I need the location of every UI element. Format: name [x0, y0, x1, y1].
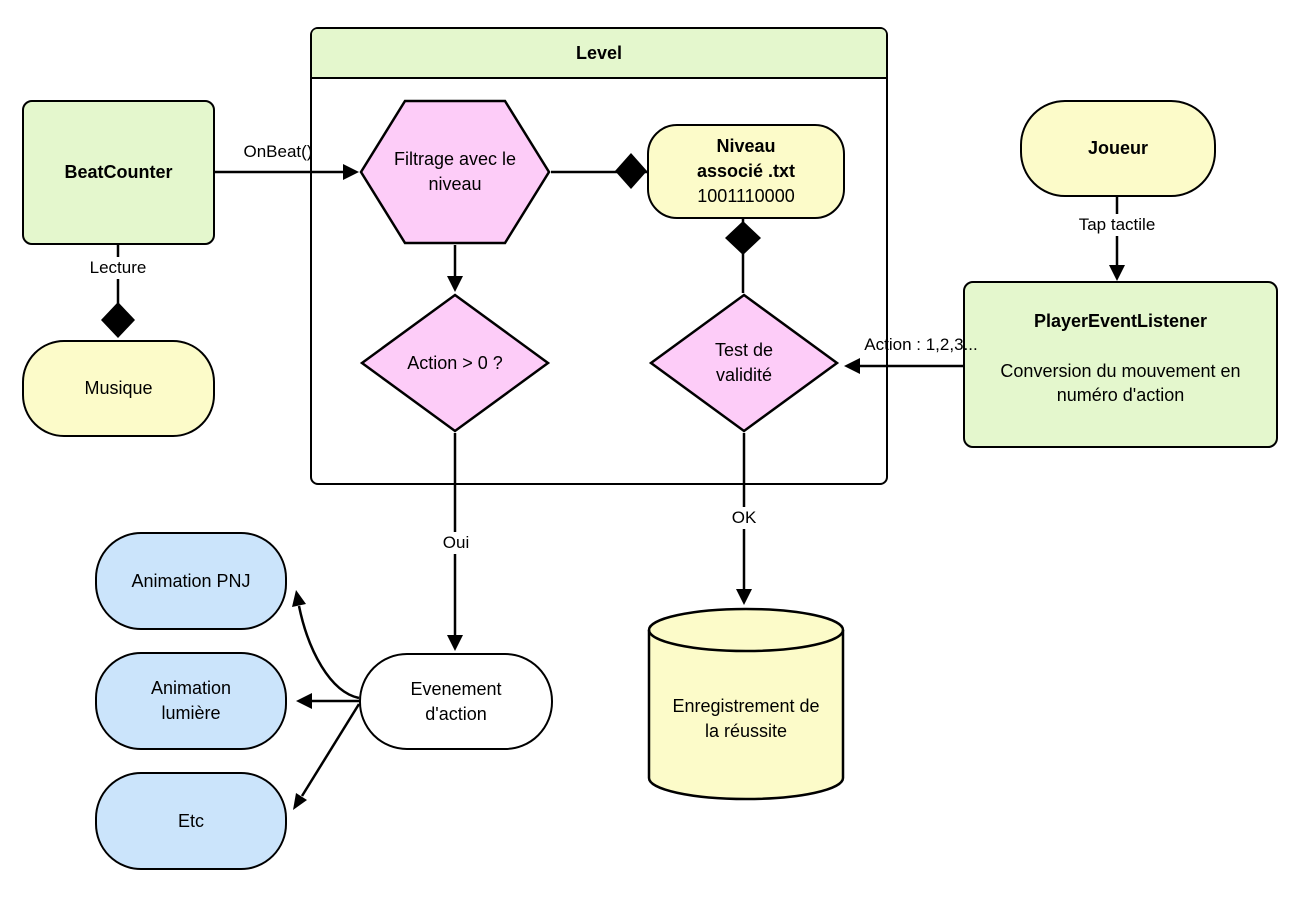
- node-evenement-action: Evenement d'action: [359, 653, 553, 750]
- arrowhead-icon: [1109, 265, 1125, 281]
- diamond-validite-shape: [648, 293, 840, 433]
- edge-evenement-etc: [293, 703, 361, 810]
- etc-label: Etc: [177, 810, 204, 831]
- diamond-action-test-shape: [359, 293, 551, 433]
- musique-label: Musique: [84, 378, 153, 398]
- node-musique: Musique: [22, 340, 215, 437]
- node-niveau-associe: Niveau associé .txt 1001110000: [647, 124, 845, 219]
- pel-body-line-1: Conversion du mouvement en: [1000, 361, 1241, 381]
- node-animation-lumiere: Animation lumière: [95, 652, 287, 750]
- animation-pnj-label: Animation PNJ: [131, 570, 251, 591]
- pel-body-line-2: numéro d'action: [1056, 385, 1185, 405]
- pel-title: PlayerEventListener: [1033, 311, 1208, 331]
- composition-diamond-icon: [101, 302, 135, 338]
- edge-filtrage-actiontest: [447, 245, 463, 292]
- niveau-line-2: associé .txt: [696, 161, 796, 181]
- node-player-event-listener: PlayerEventListener Conversion du mouvem…: [963, 281, 1278, 448]
- node-animation-pnj: Animation PNJ: [95, 532, 287, 630]
- edge-evenement-lumiere: [296, 693, 359, 709]
- connector-niveau-validite: [725, 219, 761, 293]
- cylinder-enregistrement-shape: [647, 607, 845, 801]
- composition-diamond-icon: [615, 153, 647, 189]
- niveau-line-1: Niveau: [716, 136, 776, 156]
- edge-label-tap-tactile: Tap tactile: [1075, 214, 1159, 236]
- node-etc: Etc: [95, 772, 287, 870]
- evenement-line-2: d'action: [425, 703, 487, 724]
- arrowhead-icon: [844, 358, 860, 374]
- edge-label-onbeat: OnBeat(): [243, 142, 313, 161]
- connector-filtrage-niveau: [551, 153, 647, 189]
- beatcounter-label: BeatCounter: [64, 162, 173, 182]
- edge-evenement-pnj: [292, 590, 360, 700]
- edge-label-lecture: Lecture: [86, 257, 150, 279]
- arrowhead-icon: [447, 276, 463, 292]
- edge-pel-validite: [844, 358, 963, 374]
- arrowhead-icon: [292, 590, 306, 607]
- edge-label-ok: OK: [728, 507, 760, 529]
- arrowhead-icon: [447, 635, 463, 651]
- arrowhead-icon: [296, 693, 312, 709]
- edge-label-action-numbers: Action : 1,2,3...: [864, 335, 978, 354]
- edge-beatcounter-filtrage: [213, 164, 359, 180]
- level-title: Level: [575, 42, 623, 63]
- node-joueur: Joueur: [1020, 100, 1216, 197]
- hexagon-filtrage-shape: [359, 99, 551, 245]
- arrowhead-icon: [293, 793, 307, 810]
- arrowhead-icon: [343, 164, 359, 180]
- node-beatcounter: BeatCounter: [22, 100, 215, 245]
- animation-lumiere-line-1: Animation: [150, 678, 232, 698]
- animation-lumiere-line-2: lumière: [161, 703, 221, 723]
- edge-joueur-pel: [1109, 197, 1125, 281]
- composition-diamond-icon: [725, 221, 761, 255]
- level-header: Level: [312, 29, 886, 79]
- joueur-label: Joueur: [1087, 138, 1148, 158]
- niveau-value: 1001110000: [697, 186, 795, 206]
- edge-label-oui: Oui: [439, 532, 473, 554]
- evenement-line-1: Evenement: [410, 678, 502, 699]
- arrowhead-icon: [736, 589, 752, 605]
